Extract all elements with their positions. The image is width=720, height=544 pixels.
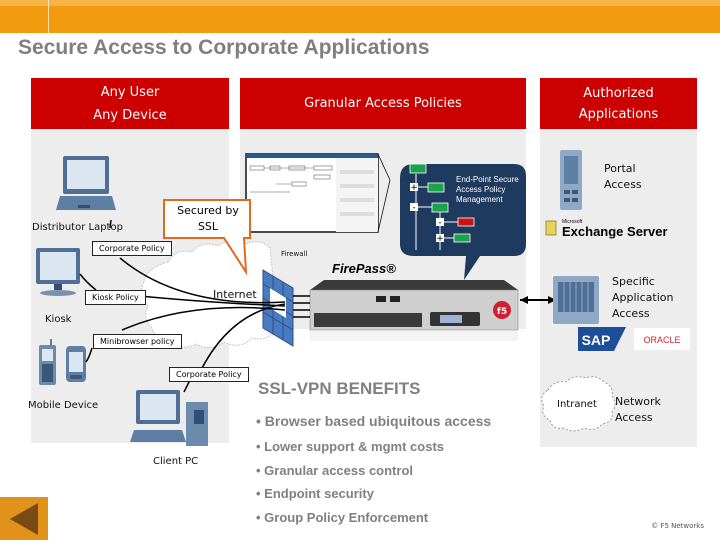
specific-line2: Application — [612, 291, 674, 304]
endpoint-policy-callout: + - - + — [400, 163, 526, 280]
benefits-title: SSL-VPN BENEFITS — [258, 379, 421, 398]
oracle-logo: ORACLE — [634, 328, 690, 350]
header-any-user: Any User Any Device — [31, 78, 229, 129]
policy-node-red — [457, 217, 475, 227]
client-pc-icon — [130, 390, 208, 446]
endpoint-callout-text: End-Point Secure Access Policy Managemen… — [456, 175, 519, 205]
portal-server-icon — [560, 150, 582, 210]
sap-logo: SAP — [578, 327, 626, 351]
portal-access-label: Portal Access — [604, 161, 642, 193]
back-arrow-icon — [10, 503, 38, 535]
header-policies-label: Granular Access Policies — [304, 96, 462, 111]
ssl-callout — [163, 199, 251, 276]
portal-access-line1: Portal — [604, 162, 636, 175]
expand-icon — [410, 183, 418, 191]
header-authorized-apps: Authorized Applications — [540, 78, 697, 129]
benefit-item: • Lower support & mgmt costs — [256, 439, 445, 454]
exchange-server-label: Exchange Server — [562, 224, 668, 239]
arrow-head — [520, 296, 528, 304]
minibrowser-policy-tag: Minibrowser policy — [93, 334, 182, 349]
client-corporate-policy-tag: Corporate Policy — [169, 367, 249, 382]
policy-node-green — [431, 202, 449, 213]
policy-editor-thumbnail — [245, 153, 391, 233]
internet-label: Internet — [213, 288, 257, 301]
svg-text:f5: f5 — [497, 307, 507, 317]
pda-icon — [66, 346, 86, 382]
intranet-cloud — [541, 376, 616, 432]
banner-divider — [48, 0, 49, 33]
slide-title: Secure Access to Corporate Applications — [18, 36, 430, 59]
copyright: © F5 Networks — [651, 522, 704, 530]
network-access-line2: Access — [615, 411, 653, 424]
connection-lines — [79, 219, 550, 393]
intranet-label: Intranet — [557, 399, 597, 410]
svg-text:-: - — [412, 203, 415, 213]
mobile-label: Mobile Device — [28, 400, 99, 411]
application-server-icon — [553, 276, 599, 324]
header-granular-policies: Granular Access Policies — [240, 78, 526, 129]
firepass-appliance: f5 — [309, 280, 519, 341]
svg-text:ORACLE: ORACLE — [643, 335, 680, 345]
policy-node-green — [409, 163, 427, 174]
benefit-item: • Browser based ubiquitous access — [256, 413, 492, 429]
collapse-icon — [436, 218, 444, 226]
benefit-item: • Group Policy Enforcement — [256, 510, 429, 525]
firepass-label: FirePass® — [332, 261, 396, 276]
header-apps-line1: Authorized — [583, 85, 654, 101]
expand-icon — [436, 234, 444, 242]
kiosk-monitor-icon — [36, 248, 80, 296]
header-apps-line2: Applications — [578, 106, 659, 122]
header-any-user-line2: Any Device — [93, 107, 167, 123]
network-access-label: Network Access — [615, 394, 661, 426]
exchange-microsoft-label: Microsoft — [562, 219, 583, 225]
specific-line1: Specific — [612, 275, 655, 288]
previous-slide-button[interactable] — [0, 497, 48, 540]
svg-text:+: + — [410, 183, 418, 193]
endpoint-line1: End-Point Secure — [456, 175, 519, 184]
specific-app-access-label: Specific Application Access — [612, 274, 673, 322]
network-access-line1: Network — [615, 395, 661, 408]
kiosk-policy-tag: Kiosk Policy — [85, 290, 146, 305]
benefit-item: • Endpoint security — [256, 486, 374, 501]
header-any-user-line1: Any User — [100, 84, 160, 100]
firewall-label: Firewall — [281, 250, 308, 258]
ssl-callout-line1: Secured by — [177, 204, 239, 217]
endpoint-line3: Management — [456, 195, 503, 204]
specific-line3: Access — [612, 307, 650, 320]
laptop-label: Distributor Laptop — [32, 222, 123, 233]
exchange-logo-icon — [545, 220, 557, 236]
top-banner — [0, 0, 720, 33]
client-pc-label: Client PC — [153, 456, 199, 467]
banner-highlight — [0, 0, 720, 6]
ssl-callout-text: Secured by SSL — [166, 203, 250, 235]
arrow-head — [548, 296, 556, 304]
portal-access-line2: Access — [604, 178, 642, 191]
svg-text:-: - — [438, 218, 441, 228]
policy-node-green — [453, 233, 471, 243]
policy-node-green — [427, 182, 445, 193]
benefit-item: • Granular access control — [256, 463, 414, 478]
ssl-callout-line2: SSL — [197, 220, 219, 233]
kiosk-label: Kiosk — [45, 314, 72, 325]
endpoint-line2: Access Policy — [456, 185, 506, 194]
mobile-phone-icon — [39, 339, 56, 385]
svg-text:+: + — [436, 234, 444, 244]
collapse-icon — [410, 203, 418, 211]
svg-text:SAP: SAP — [582, 332, 611, 348]
internet-cloud — [141, 240, 279, 348]
laptop-icon — [56, 156, 116, 210]
corporate-policy-tag: Corporate Policy — [92, 241, 172, 256]
